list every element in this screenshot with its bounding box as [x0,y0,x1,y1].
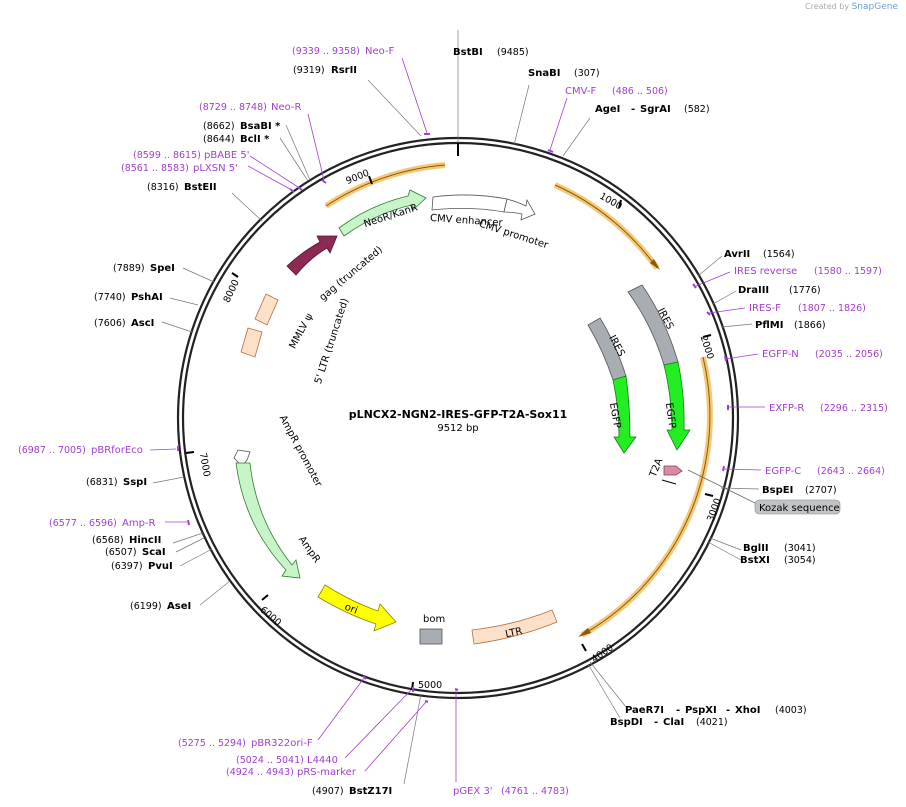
enzyme-pvui: (6397)PvuI [111,561,173,572]
snapgene-credit: Created by SnapGene [805,2,898,12]
svg-text:AmpR promoter: AmpR promoter [277,413,324,489]
ori-feature[interactable]: ori [317,584,397,632]
enzyme-draiii: DraIII(1776) [738,285,821,296]
egfp-feature-2[interactable]: EGFP [663,361,691,451]
primer-pgex3: pGEX 3'(4761 .. 4783) [453,786,569,797]
snapgene-logo: SnapGene [851,2,898,12]
primer-neo-f: (9339 .. 9358)Neo-F [292,46,395,57]
enzyme-snabi: SnaBI(307) [528,68,600,79]
primer-leader-lines [149,57,765,782]
svg-text:MMLV ψ: MMLV ψ [288,311,316,350]
primer-prs-marker: (4924 .. 4943)pRS-marker [226,767,357,778]
primer-neo-r: (8729 .. 8748)Neo-R [199,102,302,113]
svg-text:AmpR: AmpR [296,534,322,565]
enzyme-pflmi: PflMI(1866) [755,320,826,331]
primer-amp-r: (6577 .. 6596)Amp-R [49,518,156,529]
kozak-sequence-label[interactable]: Kozak sequence [687,469,841,515]
bom-feature[interactable]: bom [419,614,445,645]
primer-pbabe5: (8599 .. 8615)pBABE 5' [133,150,250,161]
svg-text:EGFP: EGFP [607,402,622,429]
ampr-feature[interactable]: AmpR [235,462,322,579]
ires-feature-1[interactable]: IRES [587,317,627,381]
tick-4000: 4000 [590,642,616,665]
tick-3000: 3000 [705,497,724,523]
tick-8000: 8000 [222,278,242,305]
tick-7000: 7000 [197,452,212,478]
cmv-enhancer-label: CMV enhancer [430,213,504,229]
enzyme-rsrii: (9319)RsrII [293,65,357,76]
primer-labels: (9339 .. 9358)Neo-F CMV-F(486 .. 506) (8… [18,46,888,797]
enzyme-sspi: (6831)SspI [86,477,147,488]
enzyme-hincii: (6568)HincII [92,535,161,546]
neo-kanr-feature[interactable]: NeoR/KanR [338,189,427,237]
svg-text:gag (truncated): gag (truncated) [318,244,385,303]
enzyme-bstxi: BstXI(3054) [740,555,816,566]
primer-l4440: (5024 .. 5041)L4440 [236,755,338,766]
enzyme-asei: (6199)AseI [130,601,191,612]
orf-arc-top [324,162,446,209]
orf-arc-long [578,356,713,638]
svg-text:EGFP: EGFP [663,402,677,429]
primer-cmv-f: CMV-F(486 .. 506) [565,86,668,97]
ires-feature-2[interactable]: IRES [627,284,679,366]
enzyme-scai: (6507)ScaI [105,547,166,558]
svg-text:T2A: T2A [648,457,666,480]
enzyme-bsabi: (8662)BsaBI * [203,121,281,132]
leader-lines [152,30,760,785]
enzyme-paer7i-pspxi-xhoi: PaeR7I-PspXI-XhoI(4003) [625,705,807,716]
plasmid-size: 9512 bp [437,423,478,434]
primer-exfp-r: EXFP-R(2296 .. 2315) [769,403,888,414]
svg-text:ori: ori [343,602,359,617]
cmv-enhancer-feature[interactable]: CMV enhancer CMV promoter [430,194,551,252]
enzyme-bspdi-clai: BspDI-ClaI(4021) [610,717,728,728]
enzyme-agei-sgrai: AgeI-SgrAI(582) [595,104,710,115]
tick-5000: 5000 [418,680,442,691]
svg-text:bom: bom [423,614,445,625]
enzyme-bspei: BspEI(2707) [762,485,837,496]
cmv-promoter-label: CMV promoter [477,219,550,252]
orf-arc-right [553,182,660,270]
enzyme-bstbi: BstBI(9485) [453,47,529,58]
svg-text:LTR: LTR [504,626,523,640]
primer-pbr322ori-f: (5275 .. 5294)pBR322ori-F [178,738,313,749]
enzyme-bcli: (8644)BclI * [203,134,270,145]
svg-text:Kozak sequence: Kozak sequence [759,503,840,514]
svg-text:5' LTR (truncated): 5' LTR (truncated) [313,297,351,385]
enzyme-bstz17i: (4907)BstZ17I [312,786,392,797]
ltr-feature[interactable]: LTR [471,609,558,645]
tick-2000: 2000 [698,334,716,360]
t2a-feature[interactable]: T2A [648,457,683,485]
mmlv-psi-feature[interactable]: MMLV ψ [254,293,316,351]
enzyme-bsteii: (8316)BstEII [147,182,217,193]
gag-feature[interactable]: gag (truncated) [286,235,385,303]
enzyme-spei: (7889)SpeI [113,263,175,274]
egfp-feature-1[interactable]: EGFP [607,375,637,454]
enzyme-bglii: BglII(3041) [743,543,816,554]
primer-pbrforeco: (6987 .. 7005)pBRforEco [18,445,143,456]
primer-ires-reverse: IRES reverse(1580 .. 1597) [734,266,882,277]
enzyme-avrii: AvrII(1564) [724,249,795,260]
enzyme-pshai: (7740)PshAI [94,292,163,303]
enzyme-labels: BstBI(9485) SnaBI(307) AgeI-SgrAI(582) (… [86,47,837,797]
primer-marks [177,133,729,703]
primer-plxsn5: (8561 .. 8583)pLXSN 5' [121,163,238,174]
plasmid-name: pLNCX2-NGN2-IRES-GFP-T2A-Sox11 [349,408,568,421]
enzyme-asci: (7606)AscI [94,318,154,329]
primer-ires-f: IRES-F(1807 .. 1826) [749,303,866,314]
primer-egfp-n: EGFP-N(2035 .. 2056) [762,349,883,360]
primer-egfp-c: EGFP-C(2643 .. 2664) [765,466,885,477]
